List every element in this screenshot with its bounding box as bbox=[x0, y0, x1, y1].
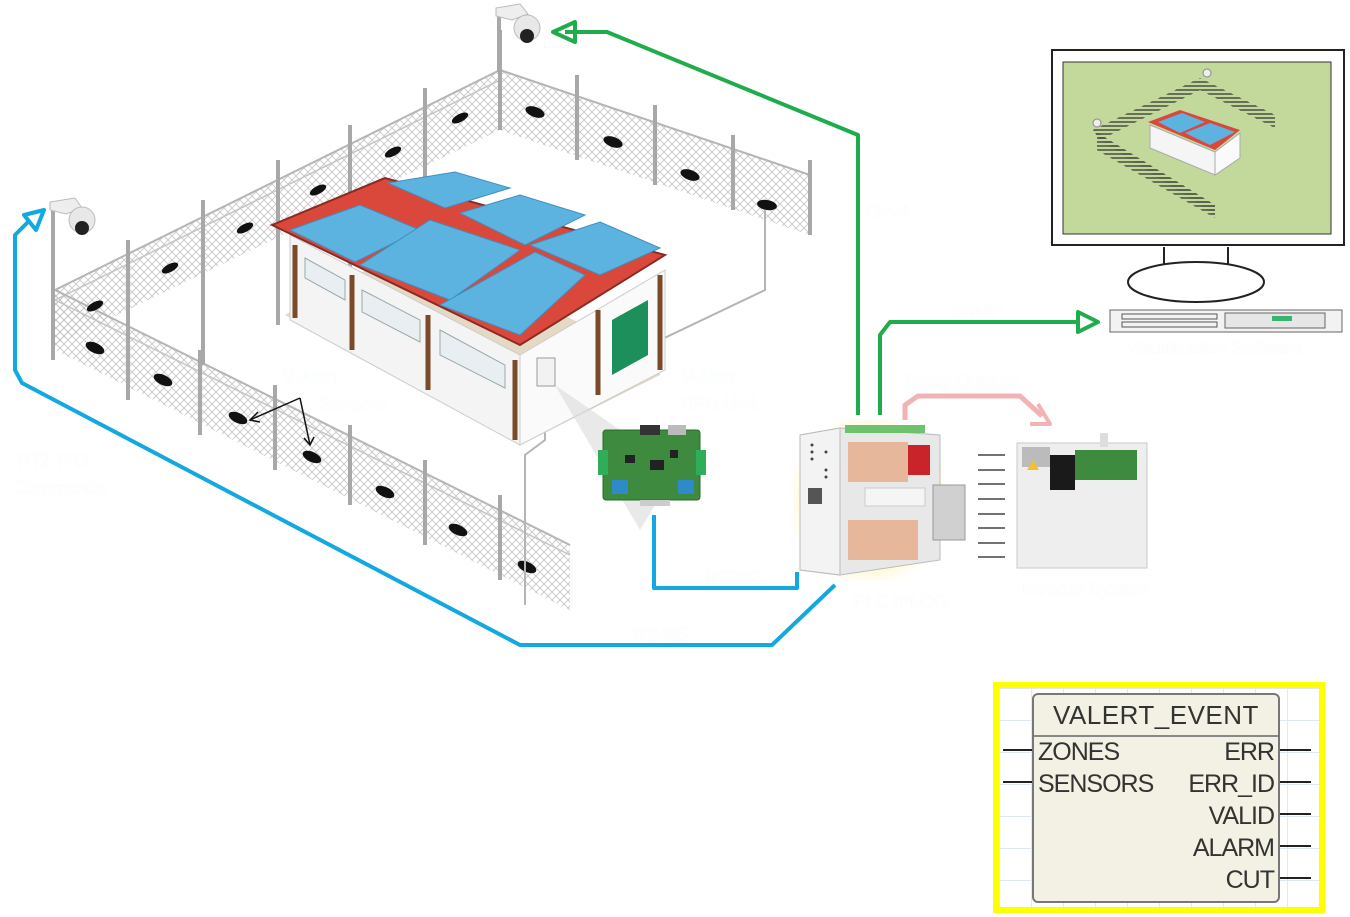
rs232-label: RS232 bbox=[705, 568, 761, 588]
rs232-link bbox=[652, 515, 799, 590]
ptz-commands-label-line2: Commands bbox=[14, 478, 107, 498]
function-block-title: VALERT_EVENT bbox=[1034, 695, 1278, 737]
pin-zones bbox=[1003, 749, 1033, 751]
snmp-link bbox=[878, 320, 1080, 415]
plc-label: PLC IPLOG bbox=[853, 592, 949, 612]
ptz-camera-top bbox=[495, 3, 541, 72]
pin-err bbox=[1279, 749, 1311, 751]
pin-valid bbox=[1279, 813, 1311, 815]
output-cut: CUT bbox=[1225, 866, 1275, 894]
snmp-arrowhead bbox=[1076, 310, 1100, 334]
input-sensors: SENSORS bbox=[1038, 770, 1154, 798]
intruder-system-label: Intruder System bbox=[1022, 579, 1150, 599]
visualization-software-label: Visualization Software bbox=[1126, 338, 1303, 358]
ptz-commands-label-line1: PTZ P/O bbox=[18, 451, 89, 471]
relay-arrowhead bbox=[1030, 402, 1052, 426]
output-valid: VALID bbox=[1208, 802, 1275, 830]
valert-cpu-label-line1: V-Alert bbox=[681, 367, 736, 387]
output-err: ERR bbox=[1224, 738, 1275, 766]
valert-sensors-label-line1: V-Alert bbox=[283, 367, 338, 387]
pin-cut bbox=[1279, 877, 1311, 879]
visualization-monitor bbox=[1051, 49, 1345, 303]
pin-sensors bbox=[1003, 781, 1033, 783]
rs485-label: RS485 bbox=[633, 625, 689, 645]
output-err-id: ERR_ID bbox=[1188, 770, 1275, 798]
pin-err-id bbox=[1279, 781, 1311, 783]
valert-cpu-board bbox=[598, 425, 706, 506]
rack-server bbox=[1109, 309, 1343, 333]
valert-event-function-block[interactable]: VALERT_EVENT ZONES SENSORS ERR ERR_ID VA… bbox=[1032, 693, 1280, 903]
plc-iplog-device bbox=[793, 420, 966, 580]
onvif-label: Onvif bbox=[866, 202, 909, 222]
valert-sensors-label-line2: Sensors bbox=[320, 394, 387, 414]
intruder-system-panel bbox=[978, 433, 1148, 569]
ptz-camera-left bbox=[49, 197, 96, 355]
onvif-link bbox=[565, 30, 860, 415]
warehouse-building bbox=[269, 171, 668, 446]
output-alarm: ALARM bbox=[1192, 834, 1275, 862]
rs485-link bbox=[13, 218, 837, 647]
snmp-label: SNMP bbox=[950, 301, 1003, 321]
relay-outputs-label: Relay Outputs bbox=[905, 371, 1020, 391]
onvif-arrowhead bbox=[551, 20, 577, 44]
rs485-arrowhead bbox=[22, 208, 46, 232]
relay-link bbox=[902, 393, 1044, 420]
input-zones: ZONES bbox=[1038, 738, 1120, 766]
valert-cpu-label-line2: CPU Unit bbox=[681, 394, 757, 414]
pin-alarm bbox=[1279, 845, 1311, 847]
